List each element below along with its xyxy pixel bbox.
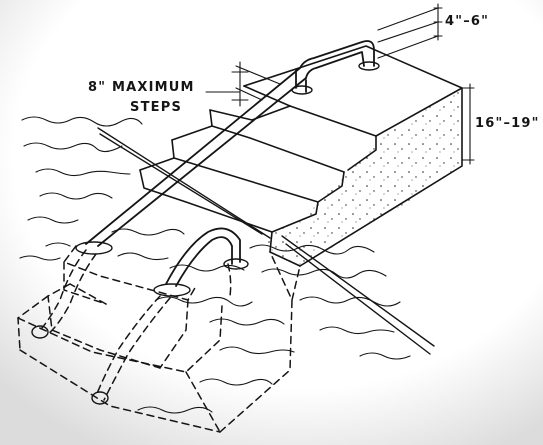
pool-edge	[97, 127, 435, 355]
handrail	[85, 40, 375, 287]
submerged-rail-legs	[39, 249, 232, 401]
max-steps-label-line2: STEPS	[130, 100, 183, 115]
dimension-lines	[205, 3, 475, 165]
rail-anchors	[31, 61, 380, 405]
submerged-steps	[17, 245, 301, 433]
rail-height-label: 4"–6"	[445, 14, 490, 29]
deck-thickness-label: 16"–19"	[475, 116, 540, 131]
max-steps-label-line1: 8" MAXIMUM	[88, 80, 195, 95]
